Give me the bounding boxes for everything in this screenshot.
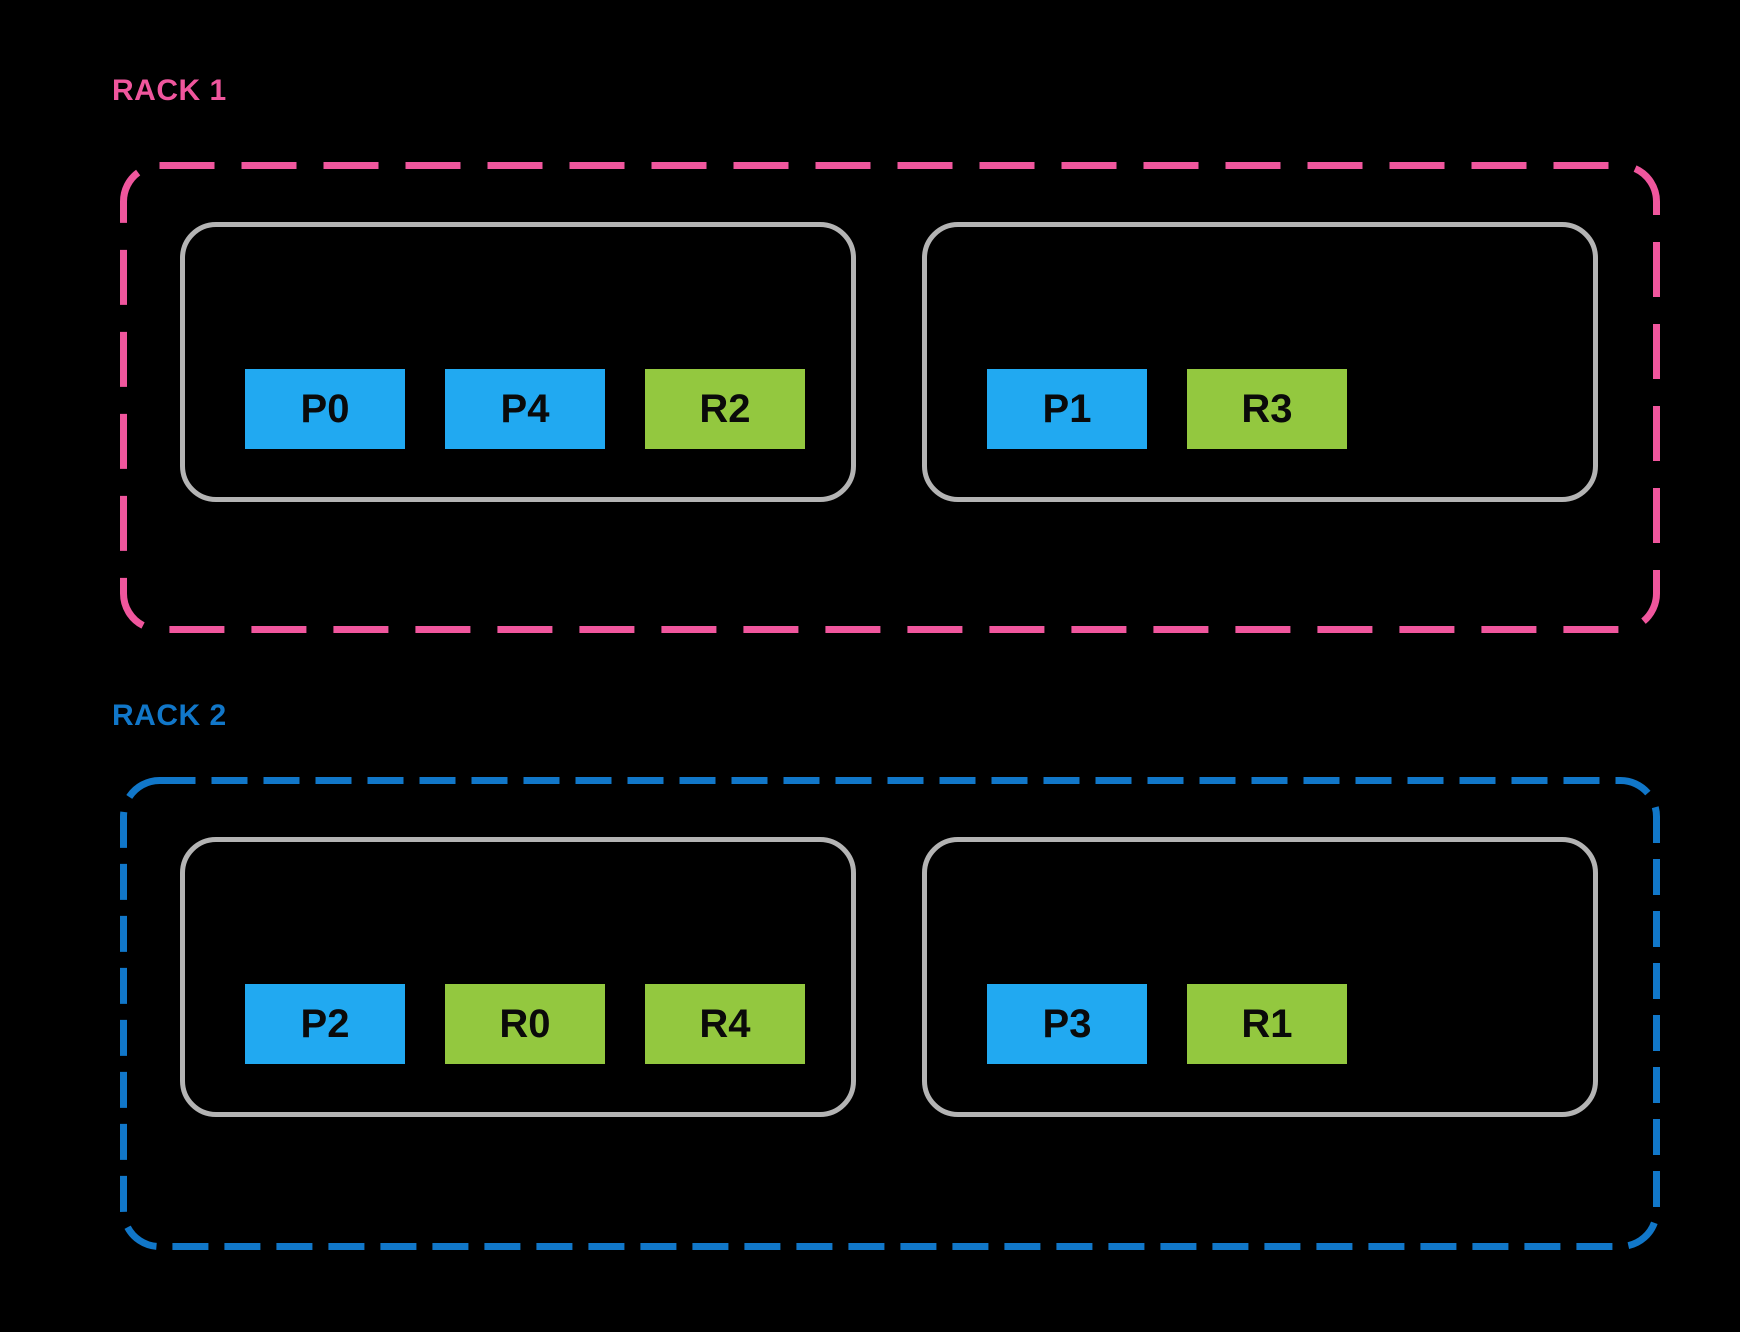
rack2-host-2: P3 R1 bbox=[922, 837, 1598, 1117]
node-p0: P0 bbox=[245, 369, 405, 449]
rack2-host-1: P2 R0 R4 bbox=[180, 837, 856, 1117]
rack1-host-2: P1 R3 bbox=[922, 222, 1598, 502]
node-label: P2 bbox=[300, 1001, 350, 1046]
node-r3: R3 bbox=[1187, 369, 1347, 449]
node-p1: P1 bbox=[987, 369, 1147, 449]
node-r1: R1 bbox=[1187, 984, 1347, 1064]
node-label: P4 bbox=[500, 386, 550, 431]
node-label: R1 bbox=[1241, 1001, 1293, 1046]
node-r4: R4 bbox=[645, 984, 805, 1064]
node-label: P3 bbox=[1042, 1001, 1092, 1046]
node-label: R0 bbox=[499, 1001, 551, 1046]
rack2-boundary: P2 R0 R4 P3 R1 bbox=[120, 777, 1660, 1250]
node-p3: P3 bbox=[987, 984, 1147, 1064]
node-label: R4 bbox=[699, 1001, 751, 1046]
rack1-boundary: P0 P4 R2 P1 R3 bbox=[120, 162, 1660, 633]
node-label: P1 bbox=[1042, 386, 1092, 431]
node-r2: R2 bbox=[645, 369, 805, 449]
node-label: R2 bbox=[699, 386, 751, 431]
rack2-label: RACK 2 bbox=[112, 699, 227, 732]
rack1-label: RACK 1 bbox=[112, 74, 227, 107]
rack1-host-1: P0 P4 R2 bbox=[180, 222, 856, 502]
node-p4: P4 bbox=[445, 369, 605, 449]
node-label: P0 bbox=[300, 386, 350, 431]
node-label: R3 bbox=[1241, 386, 1293, 431]
node-r0: R0 bbox=[445, 984, 605, 1064]
rack2-dashed-border-icon bbox=[120, 777, 1660, 1250]
node-p2: P2 bbox=[245, 984, 405, 1064]
